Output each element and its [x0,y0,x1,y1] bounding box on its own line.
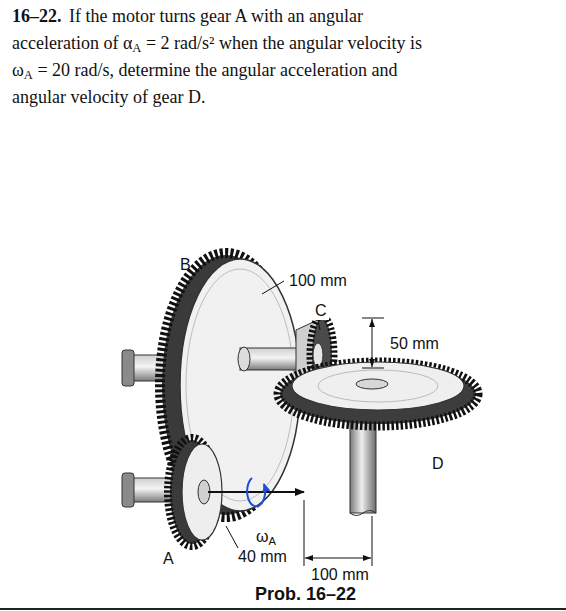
bottom-rule [0,608,566,610]
leader-line [262,281,284,294]
problem-text: acceleration of αA = 2 rad/s² when the a… [12,30,422,57]
problem-text: ωA = 20 rad/s, determine the angular acc… [12,57,397,84]
dimension-text: 50 mm [388,335,441,353]
dimension-text: 100 mm [287,272,349,290]
leader-line [318,320,320,330]
dimension-50 [362,318,384,368]
part-label: B [180,256,191,274]
problem-number: 16–22. [12,3,62,30]
shaft-break [350,511,376,516]
dimension-text: 100 mm [309,566,371,584]
axis-arrow [208,491,304,493]
caption: Prob. 16–22 [255,585,356,603]
problem-text: If the motor turns gear A with an angula… [69,3,363,30]
problem-text: angular velocity of gear D. [12,84,205,111]
dimension-text: 40 mm [236,548,289,566]
dimension-100 [304,500,372,566]
gear-d [278,362,478,426]
shaft-collar [122,473,134,507]
part-label: A [163,550,174,568]
leader-line [226,526,238,548]
shaft-collar [122,350,134,386]
part-label: C [313,302,329,320]
hub-b [238,347,250,371]
symbol-label: ωA [256,528,276,546]
part-label: D [432,455,444,473]
omega-arrow [247,478,265,506]
